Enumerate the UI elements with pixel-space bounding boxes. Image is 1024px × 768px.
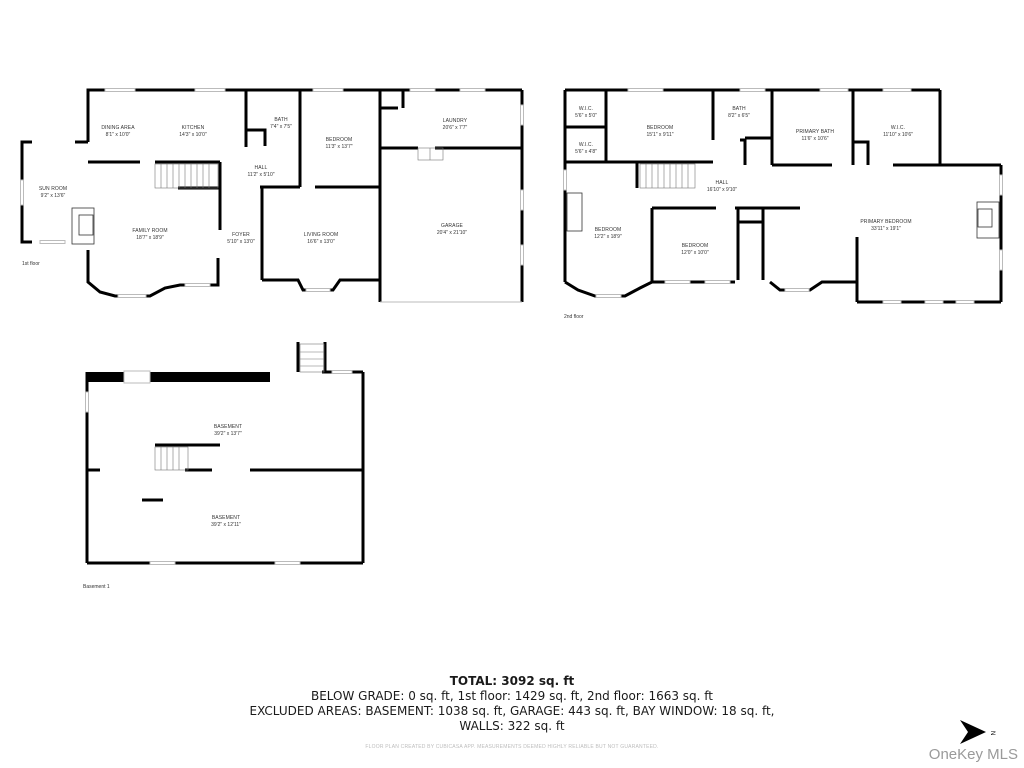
basement-foundation-wall bbox=[87, 372, 270, 382]
svg-text:7'4" x 7'5": 7'4" x 7'5" bbox=[270, 124, 292, 130]
svg-text:8'2" x 6'5": 8'2" x 6'5" bbox=[728, 113, 750, 119]
svg-text:16'10" x 9'10": 16'10" x 9'10" bbox=[707, 187, 737, 193]
svg-text:FAMILY ROOM: FAMILY ROOM bbox=[132, 228, 167, 234]
svg-text:BASEMENT: BASEMENT bbox=[214, 424, 242, 430]
svg-text:HALL: HALL bbox=[255, 165, 268, 171]
svg-text:9'2" x 13'6": 9'2" x 13'6" bbox=[41, 193, 66, 199]
svg-text:N: N bbox=[989, 731, 995, 735]
svg-text:BEDROOM: BEDROOM bbox=[682, 243, 709, 249]
svg-text:20'4" x 21'10": 20'4" x 21'10" bbox=[437, 230, 467, 236]
svg-text:18'7" x 18'9": 18'7" x 18'9" bbox=[136, 235, 164, 241]
first-floor-fireplace bbox=[71, 207, 95, 245]
svg-text:39'2" x 12'11": 39'2" x 12'11" bbox=[211, 522, 241, 528]
svg-text:BATH: BATH bbox=[274, 117, 288, 123]
excluded-areas: EXCLUDED AREAS: BASEMENT: 1038 sq. ft, G… bbox=[249, 704, 775, 718]
svg-text:W.I.C.: W.I.C. bbox=[579, 142, 593, 148]
svg-text:SUN ROOM: SUN ROOM bbox=[39, 186, 67, 192]
watermark: OneKey MLS bbox=[928, 746, 1018, 763]
svg-text:BASEMENT: BASEMENT bbox=[212, 515, 240, 521]
svg-text:BEDROOM: BEDROOM bbox=[647, 125, 674, 131]
svg-text:12'0" x 10'0": 12'0" x 10'0" bbox=[681, 250, 709, 256]
svg-text:PRIMARY BEDROOM: PRIMARY BEDROOM bbox=[860, 219, 911, 225]
disclaimer: FLOOR PLAN CREATED BY CUBICASA APP. MEAS… bbox=[365, 744, 659, 750]
first-floor-plan bbox=[20, 88, 524, 303]
svg-text:33'11" x 19'1": 33'11" x 19'1" bbox=[871, 226, 901, 232]
second-floor-plan bbox=[563, 88, 1003, 304]
svg-text:GARAGE: GARAGE bbox=[441, 223, 464, 229]
svg-text:12'2" x 18'9": 12'2" x 18'9" bbox=[594, 234, 622, 240]
svg-text:39'2" x 13'7": 39'2" x 13'7" bbox=[214, 431, 242, 437]
svg-text:W.I.C.: W.I.C. bbox=[579, 106, 593, 112]
first-floor-windows bbox=[20, 88, 524, 298]
basement-floor-label: Basement 1 bbox=[83, 584, 110, 590]
svg-text:15'1" x 9'11": 15'1" x 9'11" bbox=[646, 132, 673, 138]
svg-text:BEDROOM: BEDROOM bbox=[326, 137, 353, 143]
svg-text:PRIMARY BATH: PRIMARY BATH bbox=[796, 129, 834, 135]
svg-text:5'10" x 13'0": 5'10" x 13'0" bbox=[227, 239, 255, 245]
total-area: TOTAL: 3092 sq. ft bbox=[449, 674, 575, 688]
basement-windows bbox=[85, 370, 353, 565]
svg-text:11'10" x 10'6": 11'10" x 10'6" bbox=[883, 132, 913, 138]
svg-text:8'1" x 10'0": 8'1" x 10'0" bbox=[106, 132, 131, 138]
svg-text:BATH: BATH bbox=[732, 106, 746, 112]
second-floor-stairs bbox=[639, 163, 696, 189]
svg-text:LAUNDRY: LAUNDRY bbox=[443, 118, 468, 124]
svg-text:11'6" x 10'6": 11'6" x 10'6" bbox=[801, 136, 828, 142]
svg-text:5'6" x 4'8": 5'6" x 4'8" bbox=[575, 149, 597, 155]
north-arrow-icon: N bbox=[960, 720, 995, 744]
svg-text:11'2" x 5'10": 11'2" x 5'10" bbox=[247, 172, 274, 178]
area-breakdown: BELOW GRADE: 0 sq. ft, 1st floor: 1429 s… bbox=[310, 689, 714, 703]
second-floor-windows bbox=[563, 88, 1003, 304]
basement-stairs bbox=[154, 343, 325, 471]
second-floor-room-labels: W.I.C. 5'6" x 5'0" W.I.C. 5'6" x 4'8" BE… bbox=[564, 106, 913, 320]
second-floor-fireplaces bbox=[566, 192, 1000, 239]
svg-text:HALL: HALL bbox=[716, 180, 729, 186]
compass: N bbox=[958, 718, 1008, 753]
first-floor-stairs bbox=[154, 147, 444, 189]
svg-text:16'6" x 13'0": 16'6" x 13'0" bbox=[307, 239, 335, 245]
walls-area: WALLS: 322 sq. ft bbox=[459, 719, 565, 733]
svg-text:LIVING ROOM: LIVING ROOM bbox=[304, 232, 338, 238]
basement-room-labels: BASEMENT 39'2" x 13'7" BASEMENT 39'2" x … bbox=[83, 424, 242, 590]
second-floor-label: 2nd floor bbox=[564, 314, 584, 320]
svg-text:20'6" x 7'7": 20'6" x 7'7" bbox=[443, 125, 468, 131]
svg-text:W.I.C.: W.I.C. bbox=[891, 125, 905, 131]
svg-text:5'6" x 5'0": 5'6" x 5'0" bbox=[575, 113, 597, 119]
first-floor-label: 1st floor bbox=[22, 261, 40, 267]
svg-text:BEDROOM: BEDROOM bbox=[595, 227, 622, 233]
svg-text:14'3" x 10'0": 14'3" x 10'0" bbox=[179, 132, 207, 138]
svg-text:FOYER: FOYER bbox=[232, 232, 250, 238]
svg-text:KITCHEN: KITCHEN bbox=[182, 125, 205, 131]
svg-text:DINING AREA: DINING AREA bbox=[101, 125, 135, 131]
svg-text:11'3" x 13'7": 11'3" x 13'7" bbox=[325, 144, 352, 150]
first-floor-room-labels: SUN ROOM 9'2" x 13'6" DINING AREA 8'1" x… bbox=[22, 117, 468, 267]
